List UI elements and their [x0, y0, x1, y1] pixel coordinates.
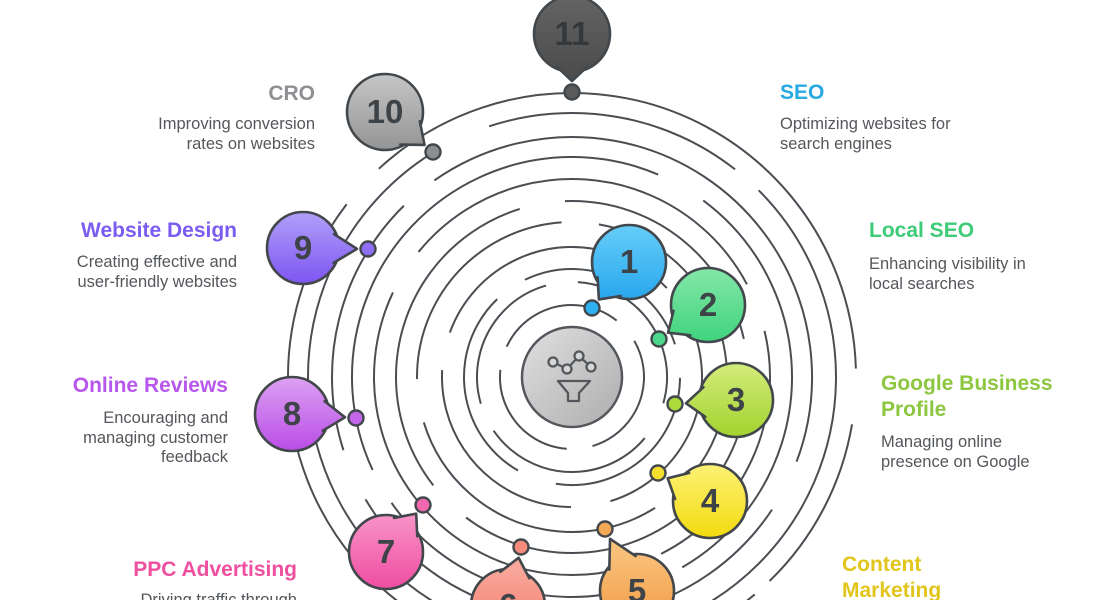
- bubble-11: 11: [532, 0, 612, 83]
- orbit-dot-11: [563, 83, 581, 101]
- hub-circle: [520, 325, 624, 429]
- label-local-seo-desc: Enhancing visibility in local searches: [869, 255, 1026, 293]
- bubble-6: 6: [470, 556, 546, 600]
- label-cro-title: CRO: [268, 82, 315, 105]
- orbit-dots: [347, 83, 684, 556]
- orbit-dot-10: [424, 143, 442, 161]
- label-website-design-title: Website Design: [81, 219, 237, 242]
- bubble-tail-outline: [666, 471, 691, 501]
- label-website-design-desc: Creating effective and user-friendly web…: [76, 253, 237, 291]
- bubble-tail: [668, 310, 691, 336]
- orbit-dot-3: [666, 395, 684, 413]
- bubble-tail-outline: [399, 119, 426, 147]
- orbit-dot-9: [359, 240, 377, 258]
- orbit-dot-6: [512, 538, 530, 556]
- bubble-tail: [400, 121, 425, 145]
- bubble-number: 10: [367, 93, 404, 130]
- bubble-circle: [671, 462, 749, 540]
- bubble-number: 3: [727, 381, 745, 418]
- bubble-8: 8: [253, 375, 347, 453]
- orbit-dot-4: [649, 464, 667, 482]
- bubble-tail-outline: [321, 399, 347, 433]
- bubble-circle: [669, 266, 747, 344]
- funnel-analytics-icon: [547, 350, 597, 403]
- label-content-marketing-title: Content Marketing: [842, 553, 942, 600]
- orbit-dot-2: [650, 330, 668, 348]
- orbit-dot-8: [347, 409, 365, 427]
- spiral-ring: [499, 304, 645, 450]
- bubble-tail: [556, 66, 588, 81]
- bubble-number: 8: [283, 395, 301, 432]
- label-cro-desc: Improving conversion rates on websites: [158, 115, 315, 153]
- label-seo-desc: Optimizing websites for search engines: [780, 115, 951, 153]
- bubble-tail: [322, 401, 346, 431]
- bubble-7: 7: [347, 512, 425, 591]
- label-google-business-profile-desc: Managing online presence on Google: [881, 433, 1030, 471]
- label-online-reviews-desc: Encouraging and managing customer feedba…: [83, 409, 228, 466]
- bubble-number: 1: [620, 243, 638, 280]
- bubble-number: 2: [699, 286, 717, 323]
- spiral-ring: [331, 135, 813, 600]
- label-seo-title: SEO: [780, 81, 825, 104]
- bubble-tail-outline: [392, 512, 419, 538]
- bubble-tail: [333, 234, 358, 263]
- bubble-tail: [685, 387, 706, 417]
- bubble-tail-outline: [666, 309, 692, 337]
- orbit-dot-1: [583, 299, 601, 317]
- bubble-tail-outline: [555, 65, 589, 83]
- bubble-2: 2: [666, 266, 747, 344]
- bubble-5: 5: [598, 537, 676, 600]
- bubble-number: 11: [555, 15, 590, 52]
- label-google-business-profile-title: Google Business Profile: [881, 372, 1053, 421]
- bubble-circle: [345, 72, 425, 152]
- bubble-4: 4: [666, 462, 749, 540]
- label-online-reviews-title: Online Reviews: [72, 374, 228, 397]
- bubble-tail-outline: [596, 276, 622, 301]
- orbit-dot-5: [596, 520, 614, 538]
- bubble-number: 9: [294, 229, 312, 266]
- bubble-1: 1: [590, 223, 668, 301]
- bubble-number: 6: [499, 587, 517, 600]
- label-ppc-advertising-title: PPC Advertising: [133, 558, 297, 581]
- label-ppc-advertising-desc: Driving traffic through: [140, 591, 297, 600]
- bubble-tail-outline: [684, 386, 707, 419]
- bubble-tail-outline: [608, 537, 637, 571]
- bubble-number: 5: [628, 572, 646, 600]
- bubble-number: 7: [377, 533, 395, 570]
- bubble-9: 9: [265, 210, 359, 286]
- bubble-tail: [500, 557, 530, 579]
- bubble-tail: [393, 513, 418, 537]
- label-local-seo-title: Local SEO: [869, 219, 975, 242]
- bubble-tail: [597, 277, 621, 300]
- bubble-3: 3: [684, 361, 775, 439]
- bubble-tail: [609, 538, 636, 570]
- bubbles: 1 2 3 4 5 6 7 8 9 10 11: [253, 0, 775, 600]
- bubble-10: 10: [345, 72, 426, 152]
- bubble-tail-outline: [332, 232, 359, 265]
- bubble-circle: [598, 552, 676, 600]
- bubble-tail-outline: [499, 556, 531, 580]
- orbit-dot-7: [414, 496, 432, 514]
- bubble-number: 4: [701, 482, 720, 519]
- spiral-ring: [350, 156, 793, 598]
- bubble-circle: [347, 513, 425, 591]
- spiral-ring: [476, 281, 668, 473]
- bubble-circle: [590, 223, 668, 301]
- center-hub: [520, 325, 624, 429]
